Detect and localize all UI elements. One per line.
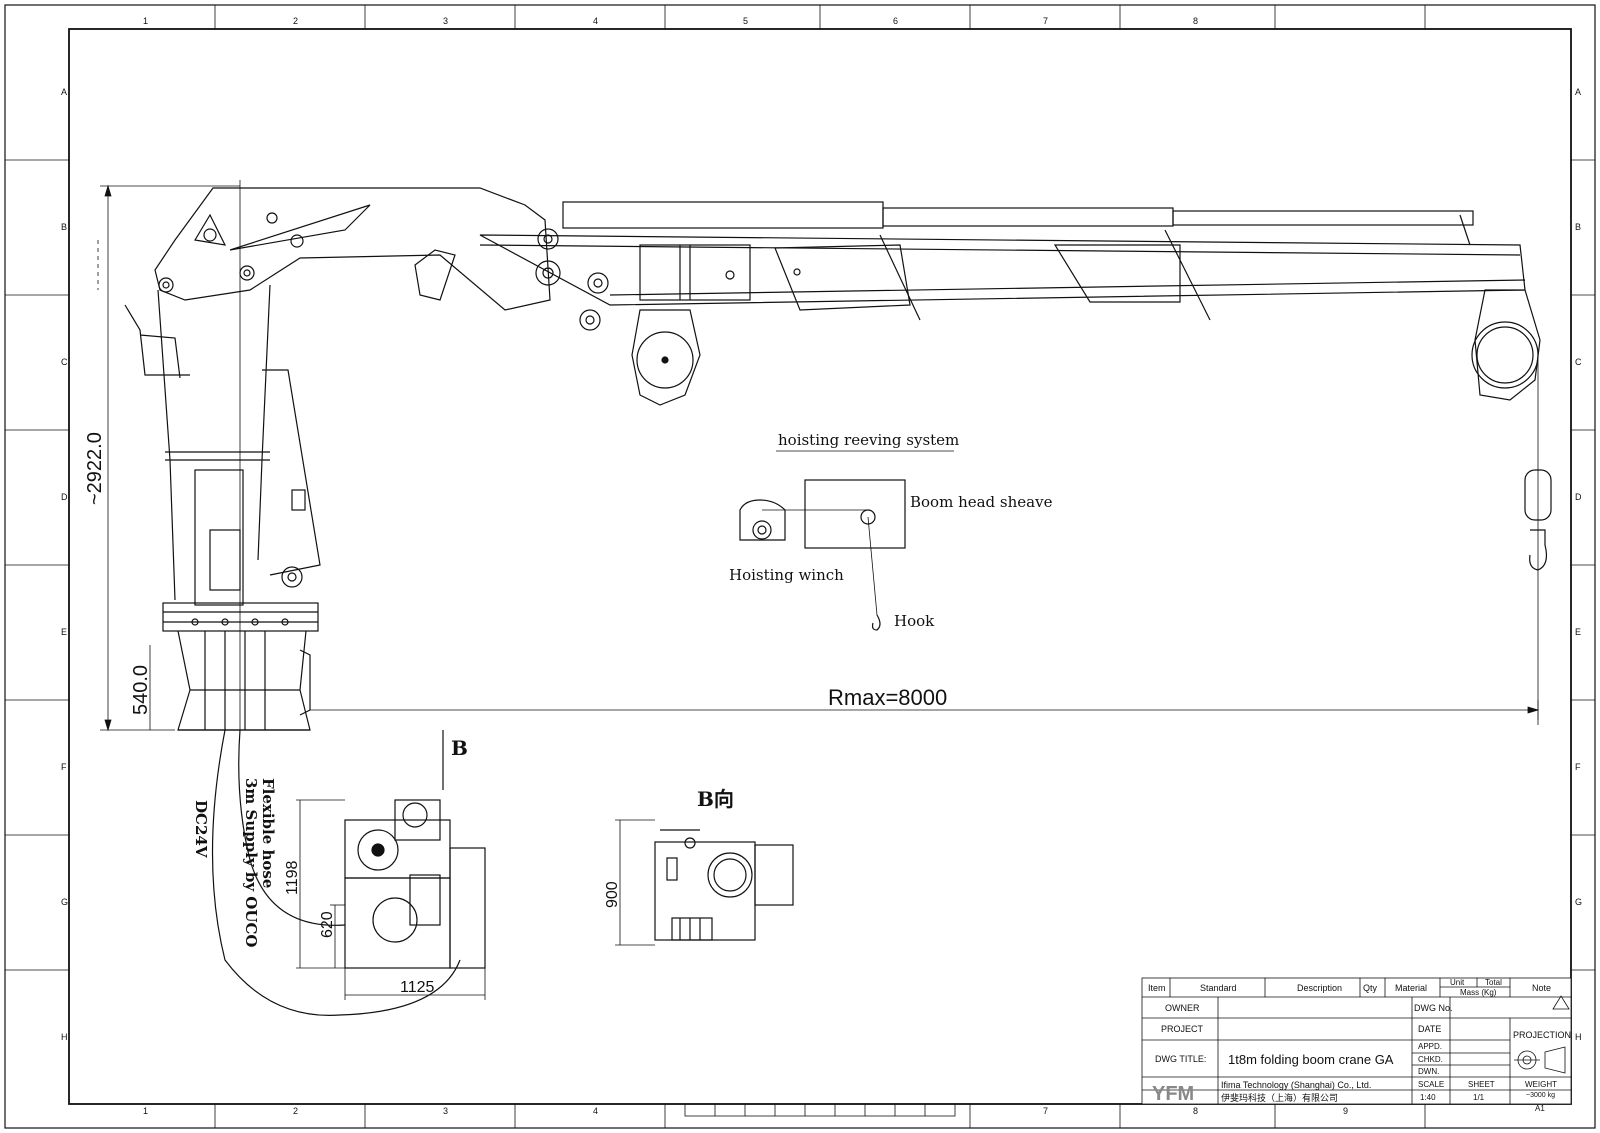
pu-height-dim: 1198 <box>284 860 301 895</box>
dwn-label: DWN. <box>1418 1067 1439 1076</box>
view-b-title: B向 <box>697 787 734 811</box>
col-label-bottom-9: 9 <box>1343 1106 1348 1116</box>
row-label-g-right: G <box>1575 897 1582 907</box>
dc-label: DC24V <box>192 800 210 858</box>
date-label: DATE <box>1418 1024 1441 1034</box>
hook-label: Hook <box>894 612 935 630</box>
row-label-e: E <box>61 627 67 637</box>
crane-inner-boom <box>154 187 609 331</box>
reach-dimension <box>310 700 1540 725</box>
crane-column <box>124 180 321 730</box>
section-marker-b: B <box>451 736 468 760</box>
chkd-label: CHKD. <box>1418 1055 1443 1064</box>
col-label-4: 4 <box>593 16 598 26</box>
reeving-diagram: hoisting reeving system Boom head sheave… <box>729 431 1053 631</box>
sheet-value: 1/1 <box>1473 1093 1485 1102</box>
hdr-material: Material <box>1395 983 1427 993</box>
row-label-b-right: B <box>1575 222 1581 232</box>
view-b-height-dim: 900 <box>604 881 621 908</box>
owner-label: OWNER <box>1165 1003 1200 1013</box>
row-label-d-right: D <box>1575 492 1582 502</box>
col-label-bottom-8: 8 <box>1193 1106 1198 1116</box>
row-label-d: D <box>61 492 68 502</box>
crane-hook-block <box>1524 360 1552 720</box>
appd-label: APPD. <box>1418 1042 1442 1051</box>
dwg-title-label: DWG TITLE: <box>1155 1054 1206 1064</box>
col-label-2: 2 <box>293 16 298 26</box>
col-label-5: 5 <box>743 16 748 26</box>
title-block: Item Standard Description Qty Material U… <box>1141 977 1572 1113</box>
row-label-b: B <box>61 222 67 232</box>
col-label-bottom-2: 2 <box>293 1106 298 1116</box>
view-b-dimension <box>615 819 655 946</box>
height-dim-label: ~2922.0 <box>84 432 106 505</box>
weight-label: WEIGHT <box>1525 1080 1557 1089</box>
hose-label-1: Flexible hose <box>259 778 277 888</box>
col-label-6: 6 <box>893 16 898 26</box>
project-label: PROJECT <box>1161 1024 1204 1034</box>
row-label-f: F <box>61 762 67 772</box>
col-label-bottom-7: 7 <box>1043 1106 1048 1116</box>
row-label-e-right: E <box>1575 627 1581 637</box>
crane-boom-tip <box>1471 289 1541 401</box>
hdr-unit: Unit <box>1450 978 1465 987</box>
power-unit-drawing <box>211 729 486 1016</box>
row-label-f-right: F <box>1575 762 1581 772</box>
col-label-3: 3 <box>443 16 448 26</box>
hdr-description: Description <box>1297 983 1342 993</box>
scale-label: SCALE <box>1418 1080 1444 1089</box>
hdr-mass: Mass (Kg) <box>1460 988 1497 997</box>
row-label-h-right: H <box>1575 1032 1582 1042</box>
power-unit-dimensions <box>296 799 486 1000</box>
hdr-standard: Standard <box>1200 983 1237 993</box>
view-b-drawing <box>654 829 794 941</box>
crane-pedestal <box>162 469 319 731</box>
crane-knuckle-block <box>631 309 701 406</box>
col-label-7: 7 <box>1043 16 1048 26</box>
base-dim-label: 540.0 <box>130 665 152 715</box>
pu-width-dim: 1125 <box>400 979 435 996</box>
row-label-h: H <box>61 1032 68 1042</box>
hdr-qty: Qty <box>1363 983 1378 993</box>
row-label-c: C <box>61 357 68 367</box>
col-label-bottom-4: 4 <box>593 1106 598 1116</box>
company-name-en: Ifima Technology (Shanghai) Co., Ltd. <box>1221 1080 1371 1090</box>
view-b: B向 900 <box>604 787 794 946</box>
reeving-title: hoisting reeving system <box>778 431 959 449</box>
hdr-note: Note <box>1532 983 1551 993</box>
power-unit-view: B DC24V Flexible hose 3m Supply by OUCO <box>192 729 486 1016</box>
crane-side-view: ~2922.0 540.0 <box>84 180 1552 732</box>
drawing-frame: 1 2 3 4 5 6 7 8 1 2 3 4 7 8 9 A B C D E … <box>4 4 1596 1129</box>
hoisting-winch <box>739 499 878 616</box>
col-label-bottom-1: 1 <box>143 1106 148 1116</box>
scale-value: 1:40 <box>1420 1093 1436 1102</box>
paper-size: A1 <box>1535 1104 1545 1113</box>
boom-head-sheave-label: Boom head sheave <box>910 493 1053 511</box>
row-label-a-right: A <box>1575 87 1581 97</box>
hoisting-winch-label: Hoisting winch <box>729 566 844 584</box>
weight-value: ~3000 kg <box>1526 1092 1555 1099</box>
col-label-bottom-3: 3 <box>443 1106 448 1116</box>
col-label-8: 8 <box>1193 16 1198 26</box>
row-label-g: G <box>61 897 68 907</box>
height-dimension <box>97 184 240 732</box>
row-label-a: A <box>61 87 67 97</box>
dwg-title: 1t8m folding boom crane GA <box>1228 1052 1394 1067</box>
crane-outer-boom <box>479 201 1526 321</box>
hook-symbol <box>871 614 881 631</box>
dwg-no-label: DWG No. <box>1414 1003 1453 1013</box>
company-logo: YFM <box>1152 1083 1194 1105</box>
hdr-item: Item <box>1148 983 1166 993</box>
reach-label: Rmax=8000 <box>828 685 947 710</box>
pu-mid-dim: 620 <box>319 911 336 938</box>
sheet-label: SHEET <box>1468 1080 1495 1089</box>
boom-head-sheave-box <box>804 479 906 549</box>
company-name-cn: 伊斐玛科技（上海）有限公司 <box>1221 1092 1338 1103</box>
hdr-total: Total <box>1485 978 1502 987</box>
row-label-c-right: C <box>1575 357 1582 367</box>
projection-label: PROJECTION <box>1513 1030 1571 1040</box>
col-label-1: 1 <box>143 16 148 26</box>
